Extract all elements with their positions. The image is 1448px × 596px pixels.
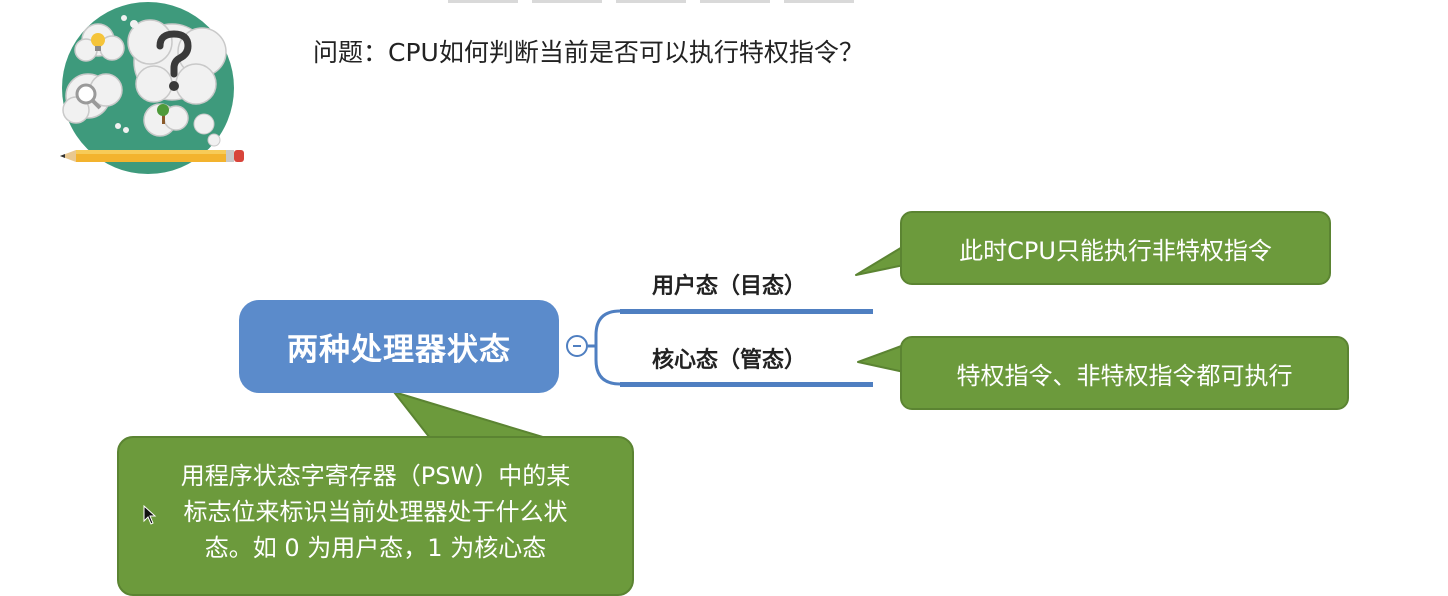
collapse-icon[interactable] <box>566 335 588 357</box>
top-edge-bars <box>448 0 920 3</box>
question-text: 问题：CPU如何判断当前是否可以执行特权指令？ <box>313 38 864 67</box>
psw-note-line-1: 用程序状态字寄存器（PSW）中的某 <box>180 462 571 490</box>
callout-kernel-mode: 特权指令、非特权指令都可执行 <box>900 336 1349 410</box>
psw-note-line-3: 态。如 0 为用户态，1 为核心态 <box>204 534 547 562</box>
callout-user-mode-text: 此时CPU只能执行非特权指令 <box>959 236 1272 265</box>
lightbulb-icon <box>91 33 105 51</box>
branch-user-mode-label: 用户态（目态） <box>652 274 807 299</box>
psw-note-line-2: 标志位来标识当前处理器处于什么状 <box>183 498 568 526</box>
mouse-cursor-icon <box>143 505 157 525</box>
question-mark-icon <box>156 30 192 91</box>
pencil-icon <box>60 150 244 162</box>
central-node[interactable]: 两种处理器状态 <box>239 300 559 393</box>
branch-user-mode-line <box>620 309 873 314</box>
mindmap-connectors <box>393 245 905 439</box>
thinking-bubbles-icon <box>60 2 244 174</box>
branch-kernel-mode-line <box>620 382 873 387</box>
callout-user-mode: 此时CPU只能执行非特权指令 <box>900 211 1331 285</box>
psw-note-callout: 用程序状态字寄存器（PSW）中的某 标志位来标识当前处理器处于什么状 态。如 0… <box>117 436 634 596</box>
callout-kernel-mode-text: 特权指令、非特权指令都可执行 <box>956 361 1293 390</box>
central-node-label: 两种处理器状态 <box>287 332 511 368</box>
magnifier-icon <box>75 83 102 110</box>
branch-kernel-mode-label: 核心态（管态） <box>652 348 807 373</box>
